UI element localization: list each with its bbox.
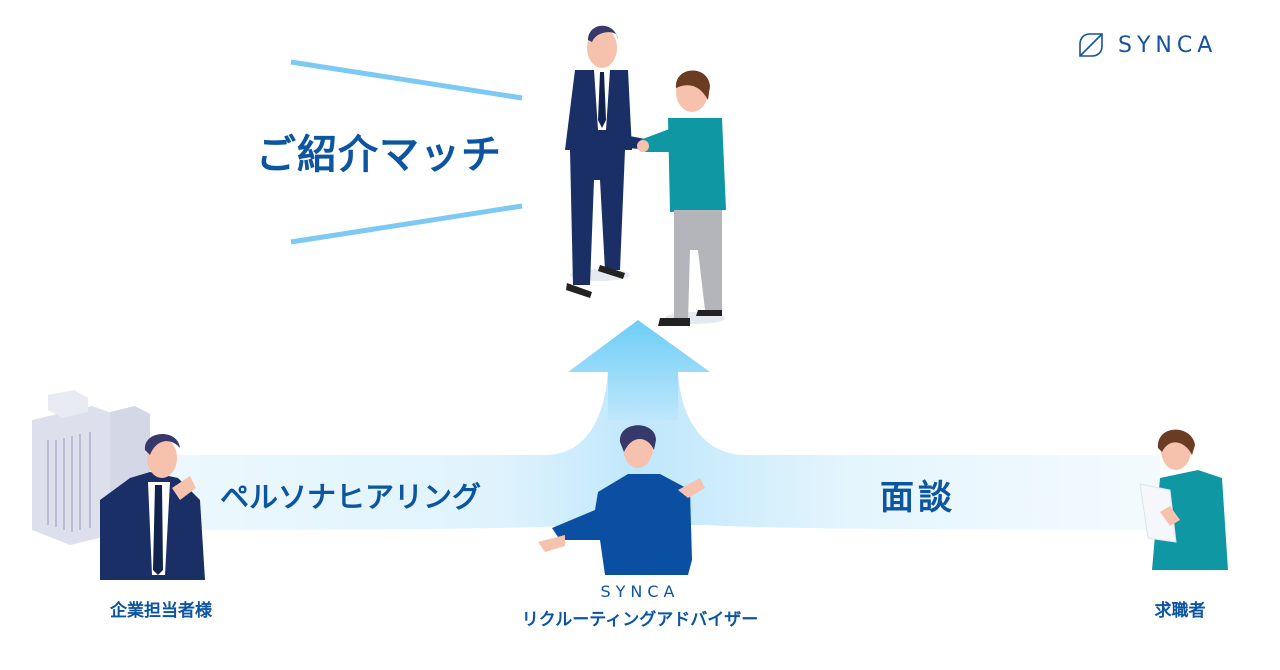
- synca-leaf-icon: [1079, 33, 1103, 57]
- accent-line-bottom: [290, 203, 523, 245]
- left-flow-band: [170, 370, 640, 530]
- interview-label: 面談: [880, 478, 956, 518]
- advisor-role-block: SYNCA リクルーティングアドバイザー: [470, 582, 810, 630]
- up-arrow: [568, 320, 710, 420]
- company-role-label: 企業担当者様: [110, 601, 212, 621]
- accent-line-top: [290, 59, 523, 101]
- advisor-brand: SYNCA: [600, 582, 680, 601]
- logo-text: SYNCA: [1118, 32, 1218, 58]
- right-flow-band: [640, 370, 1160, 530]
- advisor-role-label: リクルーティングアドバイザー: [521, 610, 759, 630]
- candidate-role-label: 求職者: [1154, 601, 1206, 621]
- advisor-presenting-icon: [538, 425, 705, 575]
- candidate-reading-icon: [1139, 429, 1228, 570]
- persona-hearing-label: ペルソナヒアリング: [220, 480, 482, 514]
- headline: ご紹介マッチ: [256, 132, 502, 178]
- handshake-icon: [565, 25, 726, 326]
- company-scene-icon: [32, 390, 205, 580]
- synca-logo[interactable]: SYNCA: [1076, 30, 1217, 60]
